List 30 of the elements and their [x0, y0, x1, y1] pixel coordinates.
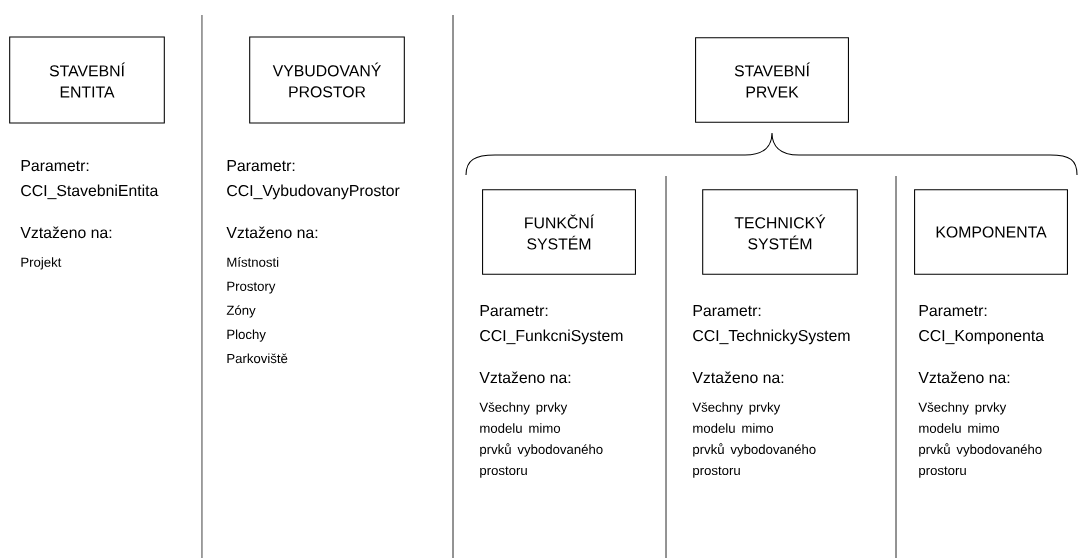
relation-label: Vztaženo na: — [692, 371, 784, 384]
relation-item: Plochy — [227, 329, 266, 342]
relation-label: Vztaženo na: — [226, 226, 318, 239]
parameter-name: CCI_TechnickySystem — [693, 329, 850, 345]
entity-box: VYBUDOVANÝ PROSTOR — [249, 36, 405, 124]
relation-item: Všechny prvky modelu mimo prvků vybodovaného prostoru — [692, 402, 816, 478]
entity-box: KOMPONENTA — [914, 189, 1068, 275]
relation-item: Všechny prvky modelu mimo prvků vybodovaného prostoru — [918, 402, 1042, 478]
relation-item: Všechny prvky modelu mimo prvků vybodovaného prostoru — [479, 402, 603, 478]
parameter-name: CCI_VybudovanyProstor — [227, 184, 400, 200]
relation-item: Parkoviště — [227, 353, 288, 364]
relation-label: Vztaženo na: — [20, 226, 112, 239]
parameter-label: Parametr: — [693, 305, 761, 317]
entity-box: STAVEBNÍ ENTITA — [9, 36, 165, 124]
parameter-label: Parametr: — [21, 160, 89, 172]
entity-box: FUNKČNÍ SYSTÉM — [482, 189, 636, 275]
relation-item: Prostory — [227, 281, 276, 294]
relation-item: Projekt — [21, 257, 62, 270]
parameter-label: Parametr: — [480, 305, 548, 317]
relation-item: Zóny — [226, 305, 256, 318]
entity-box: TECHNICKÝ SYSTÉM — [702, 189, 858, 275]
parameter-name: CCI_FunkcniSystem — [480, 329, 623, 345]
relation-item: Místnosti — [227, 257, 279, 267]
parameter-name: CCI_Komponenta — [919, 329, 1045, 345]
relation-label: Vztaženo na: — [479, 371, 571, 384]
relation-label: Vztaženo na: — [918, 371, 1010, 384]
parameter-label: Parametr: — [227, 160, 295, 172]
parameter-label: Parametr: — [919, 305, 987, 317]
parameter-name: CCI_StavebniEntita — [21, 184, 159, 200]
entity-box: STAVEBNÍ PRVEK — [695, 37, 849, 123]
